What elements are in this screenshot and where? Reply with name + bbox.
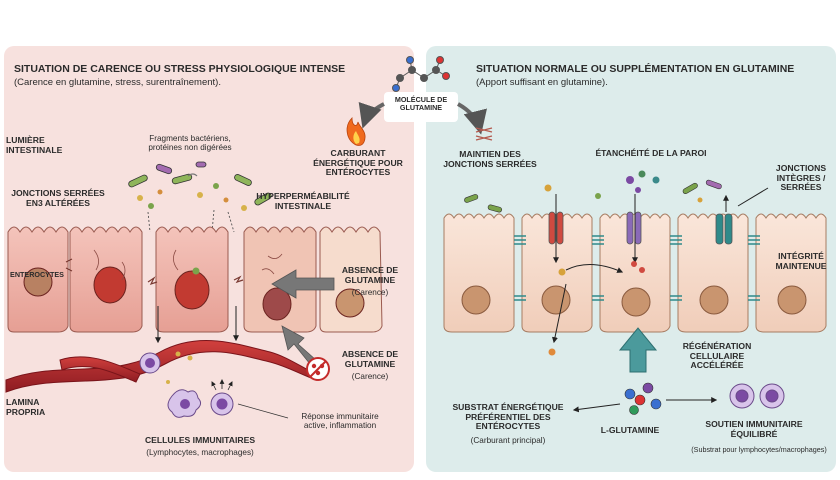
immune-cell-icon	[139, 352, 234, 418]
right-subtitle: (Apport suffisant en glutamine).	[476, 77, 608, 88]
right-nuclei	[461, 285, 807, 317]
no-glutamine-icon	[306, 357, 330, 381]
immune-cells-sub: (Lymphocytes, macrophages)	[146, 448, 254, 457]
junction-icon	[475, 127, 493, 141]
protein-fragments	[137, 173, 247, 211]
l-glutamine-label: L-GLUTAMINE	[600, 425, 660, 435]
immune-cells-label: CELLULES IMMUNITAIRES	[144, 435, 256, 445]
absence-top-label: ABSENCE DE GLUTAMINE	[341, 265, 399, 285]
lumen-label: LUMIÈRE INTESTINALE	[6, 135, 63, 155]
lamina-propria-label: LAMINA PROPRIA	[6, 397, 46, 417]
altered-junctions	[65, 258, 244, 286]
glutamine-up-arrow	[618, 327, 658, 373]
fuel-label: CARBURANT ÉNERGÉTIQUE POUR ENTÉROCYTES	[313, 148, 403, 178]
absence-arrow-top	[271, 269, 335, 299]
bacteria-icon	[128, 161, 272, 206]
intact-junctions-label: JONCTIONS INTÈGRES / SERRÉES	[775, 163, 827, 193]
substrate-label: SUBSTRAT ÉNERGÉTIQUE PRÉFÉRENTIEL DES EN…	[452, 402, 564, 432]
absence-arrow-bottom	[281, 325, 317, 365]
right-lumen-particles	[464, 170, 722, 213]
immune-support-label: SOUTIEN IMMUNITAIRE ÉQUILIBRÉ	[705, 419, 803, 439]
channel-icon	[548, 211, 733, 245]
right-enterocytes	[443, 213, 827, 333]
regeneration-label: RÉGÉNÉRATION CELLULAIRE ACCÉLÉRÉE	[682, 341, 752, 371]
maintain-junctions-label: MAINTIEN DES JONCTIONS SERRÉES	[443, 149, 537, 169]
absence-bottom-sub: (Carence)	[351, 372, 389, 381]
molecule-icon	[392, 56, 450, 92]
altered-junctions-label: JONCTIONS SERRÉES EN3 ALTÉRÉES	[11, 188, 105, 208]
immune-cell-icon	[729, 383, 785, 409]
l-glutamine-molecules	[624, 382, 662, 415]
flame-icon	[346, 117, 366, 146]
left-nuclei	[23, 266, 365, 321]
molecule-label: MOLÉCULE DE GLUTAMINE	[394, 95, 448, 113]
right-title: SITUATION NORMALE OU SUPPLÉMENTATION EN …	[476, 63, 795, 75]
integrity-label: INTÉGRITÉ MAINTENUE	[775, 251, 827, 271]
substrate-sub: (Carburant principal)	[470, 436, 546, 445]
enterocytes-label: ENTEROCYTES	[10, 270, 64, 279]
absence-top-sub: (Carence)	[351, 288, 389, 297]
hyperpermeability-label: HYPERPERMÉABILITÉ INTESTINALE	[256, 191, 350, 211]
absence-bottom-label: ABSENCE DE GLUTAMINE	[341, 349, 399, 369]
immune-response-label: Réponse immunitaire active, inflammation	[301, 412, 379, 431]
left-subtitle: (Carence en glutamine, stress, surentraî…	[14, 77, 221, 88]
fragments-label: Fragments bactériens, protéines non digé…	[148, 134, 232, 153]
immune-support-sub: (Substrat pour lymphocytes/macrophages)	[691, 445, 827, 454]
tight-junctions	[514, 235, 760, 301]
seal-label: ÉTANCHÉITÉ DE LA PAROI	[595, 148, 707, 158]
left-title: SITUATION DE CARENCE OU STRESS PHYSIOLOG…	[14, 63, 346, 75]
